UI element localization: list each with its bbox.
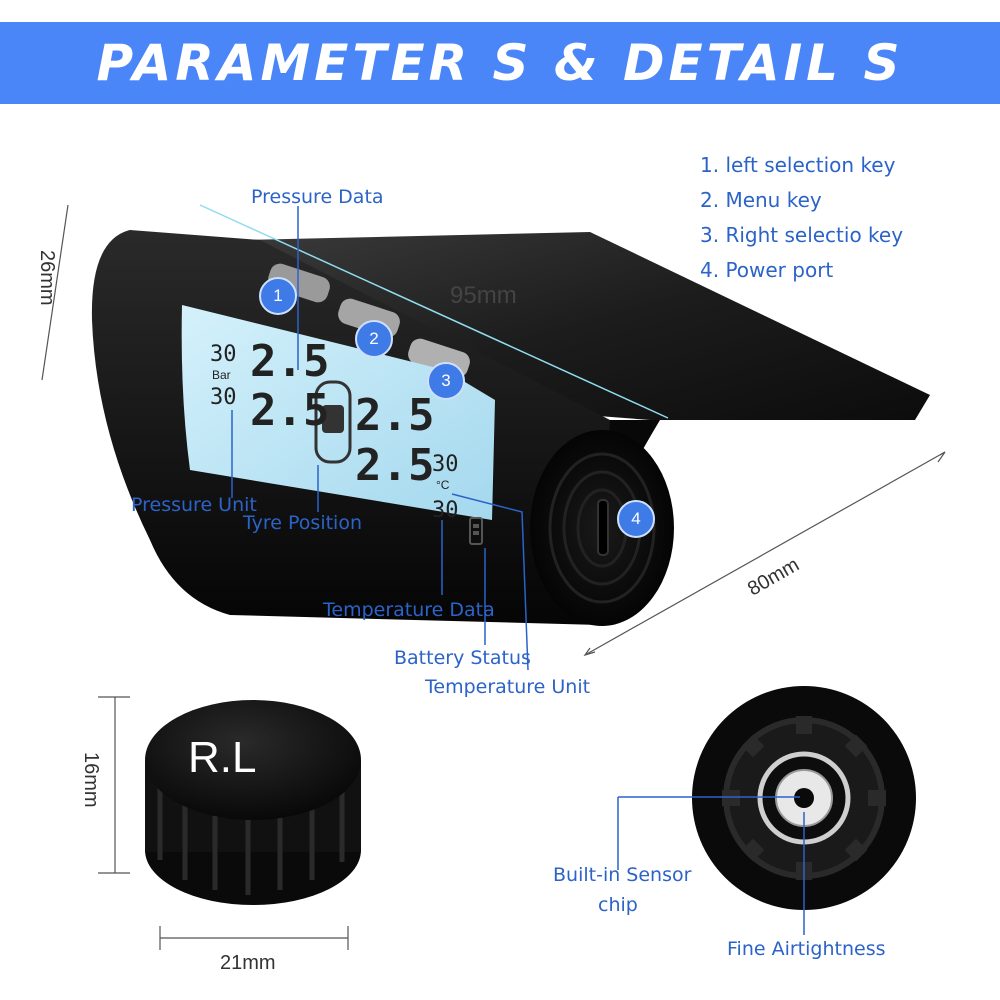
car-icon [314, 380, 352, 464]
lcd-pressure-fl: 2.5 [250, 336, 330, 387]
power-port-icon [597, 499, 609, 556]
lcd-small-value-2: 30 [210, 385, 237, 410]
key-legend-item: 3. Right selectio key [700, 223, 904, 247]
label-battery-status: Battery Status [394, 647, 531, 669]
label-temperature-data: Temperature Data [323, 599, 495, 621]
solar-panel [245, 232, 930, 420]
label-fine-airtightness: Fine Airtightness [727, 938, 886, 960]
label-tyre-position: Tyre Position [243, 512, 362, 534]
dimension-height: 26mm [36, 250, 58, 306]
label-pressure-data: Pressure Data [251, 186, 384, 208]
sensor-chip [794, 788, 814, 808]
label-sensor-chip-line2: chip [598, 894, 638, 916]
sensor-cap-label: R.L [188, 733, 257, 782]
label-pressure-unit: Pressure Unit [131, 494, 257, 516]
label-temperature-unit: Temperature Unit [425, 676, 591, 698]
badge-2: 2 [355, 320, 393, 358]
left-selection-key [268, 263, 330, 303]
label-sensor-chip-line1: Built-in Sensor [553, 864, 692, 886]
key-legend: 1. left selection key 2. Menu key 3. Rig… [700, 148, 903, 288]
dimension-width: 95mm [450, 282, 517, 309]
badge-3: 3 [427, 362, 465, 400]
key-legend-item: 1. left selection key [700, 153, 896, 177]
lcd-pressure-fr: 2.5 [355, 390, 435, 441]
banner-title: PARAMETER S & DETAIL S [96, 34, 904, 92]
lcd-small-value-1: 30 [210, 342, 237, 367]
key-legend-item: 4. Power port [700, 258, 834, 282]
badge-4: 4 [617, 500, 655, 538]
lcd-unit-bar: Bar [212, 368, 231, 382]
sensor-cap-top [145, 700, 361, 820]
lcd-pressure-rr: 2.5 [355, 440, 435, 491]
lcd-temp-value-2: 30 [432, 498, 459, 523]
lcd-pressure-rl: 2.5 [250, 385, 330, 436]
battery-icon [469, 517, 483, 545]
lcd-temp-value-1: 30 [432, 452, 459, 477]
badge-1: 1 [259, 277, 297, 315]
lcd-unit-celsius: °C [436, 478, 450, 492]
key-legend-item: 2. Menu key [700, 188, 822, 212]
dimension-sensor-height: 16mm [80, 752, 102, 808]
title-banner: PARAMETER S & DETAIL S [0, 22, 1000, 104]
dimension-sensor-width: 21mm [220, 952, 276, 974]
